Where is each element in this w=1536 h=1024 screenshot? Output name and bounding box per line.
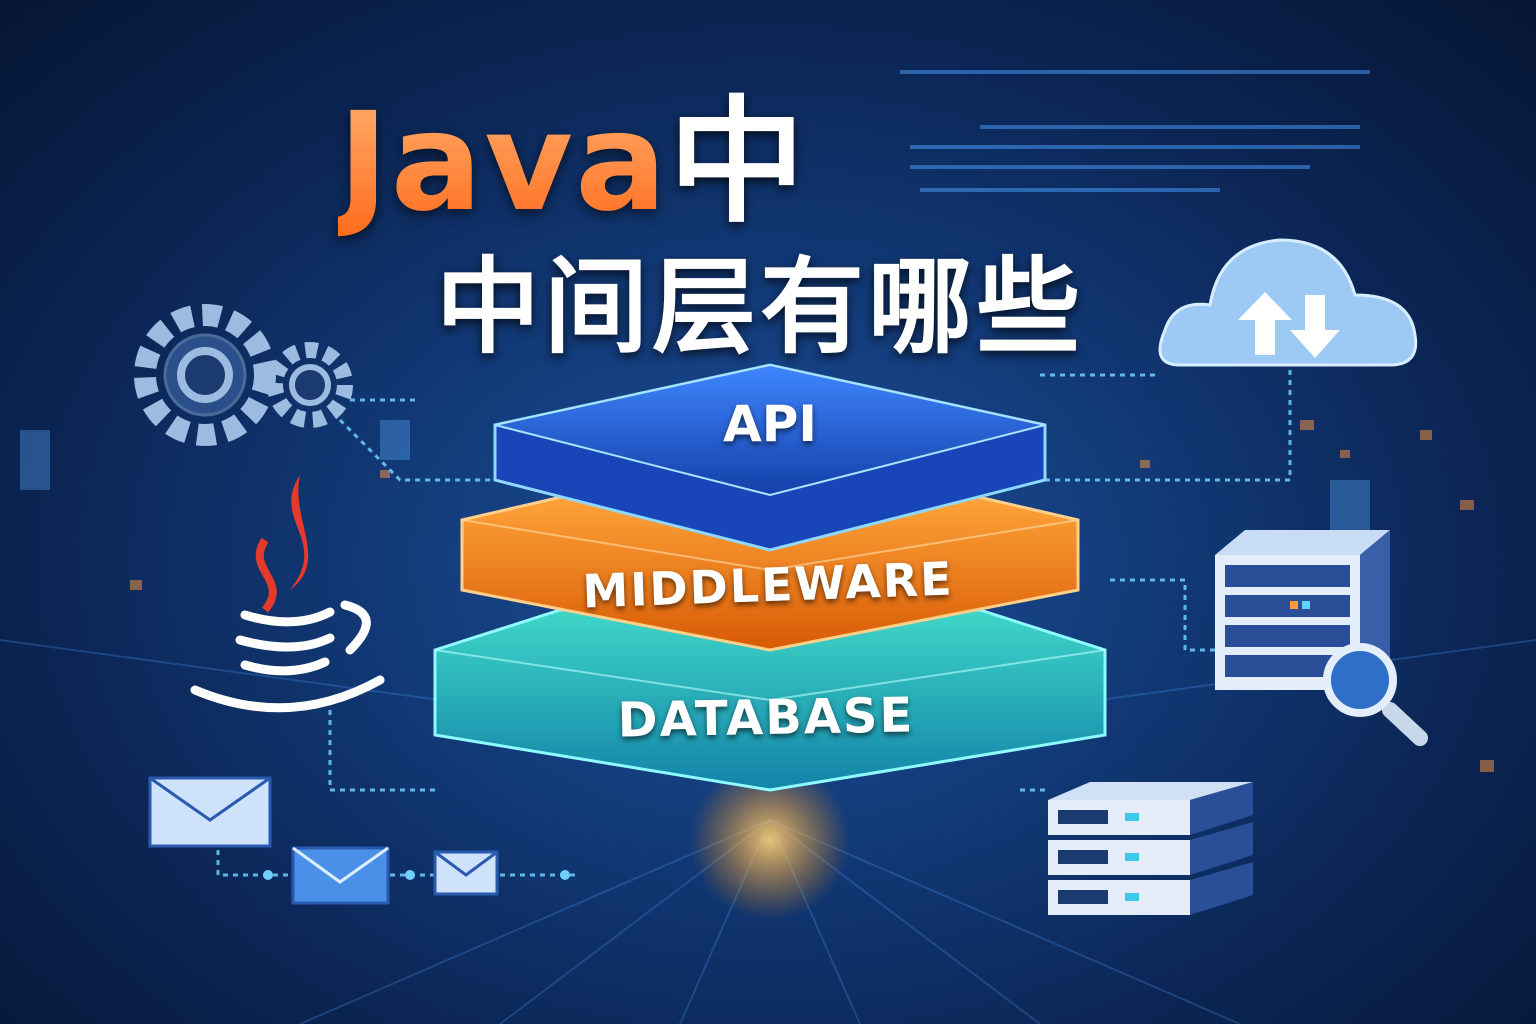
api-layer — [493, 363, 1047, 552]
server-search-icon — [1215, 530, 1428, 746]
title-zhong: 中 — [668, 84, 807, 242]
database-label: DATABASE — [617, 687, 915, 749]
page-title-line2: 中间层有哪些 — [436, 246, 1085, 368]
api-label: API — [723, 395, 817, 453]
cloud-sync-icon — [1158, 238, 1418, 367]
middleware-layer — [460, 493, 1080, 652]
gear-icon — [134, 304, 353, 446]
page-title-line1: Java中 — [338, 52, 807, 249]
title-java: Java — [338, 84, 669, 242]
server-rack-icon — [1048, 782, 1253, 915]
java-logo-icon — [190, 475, 385, 713]
envelope-icon — [148, 776, 499, 905]
